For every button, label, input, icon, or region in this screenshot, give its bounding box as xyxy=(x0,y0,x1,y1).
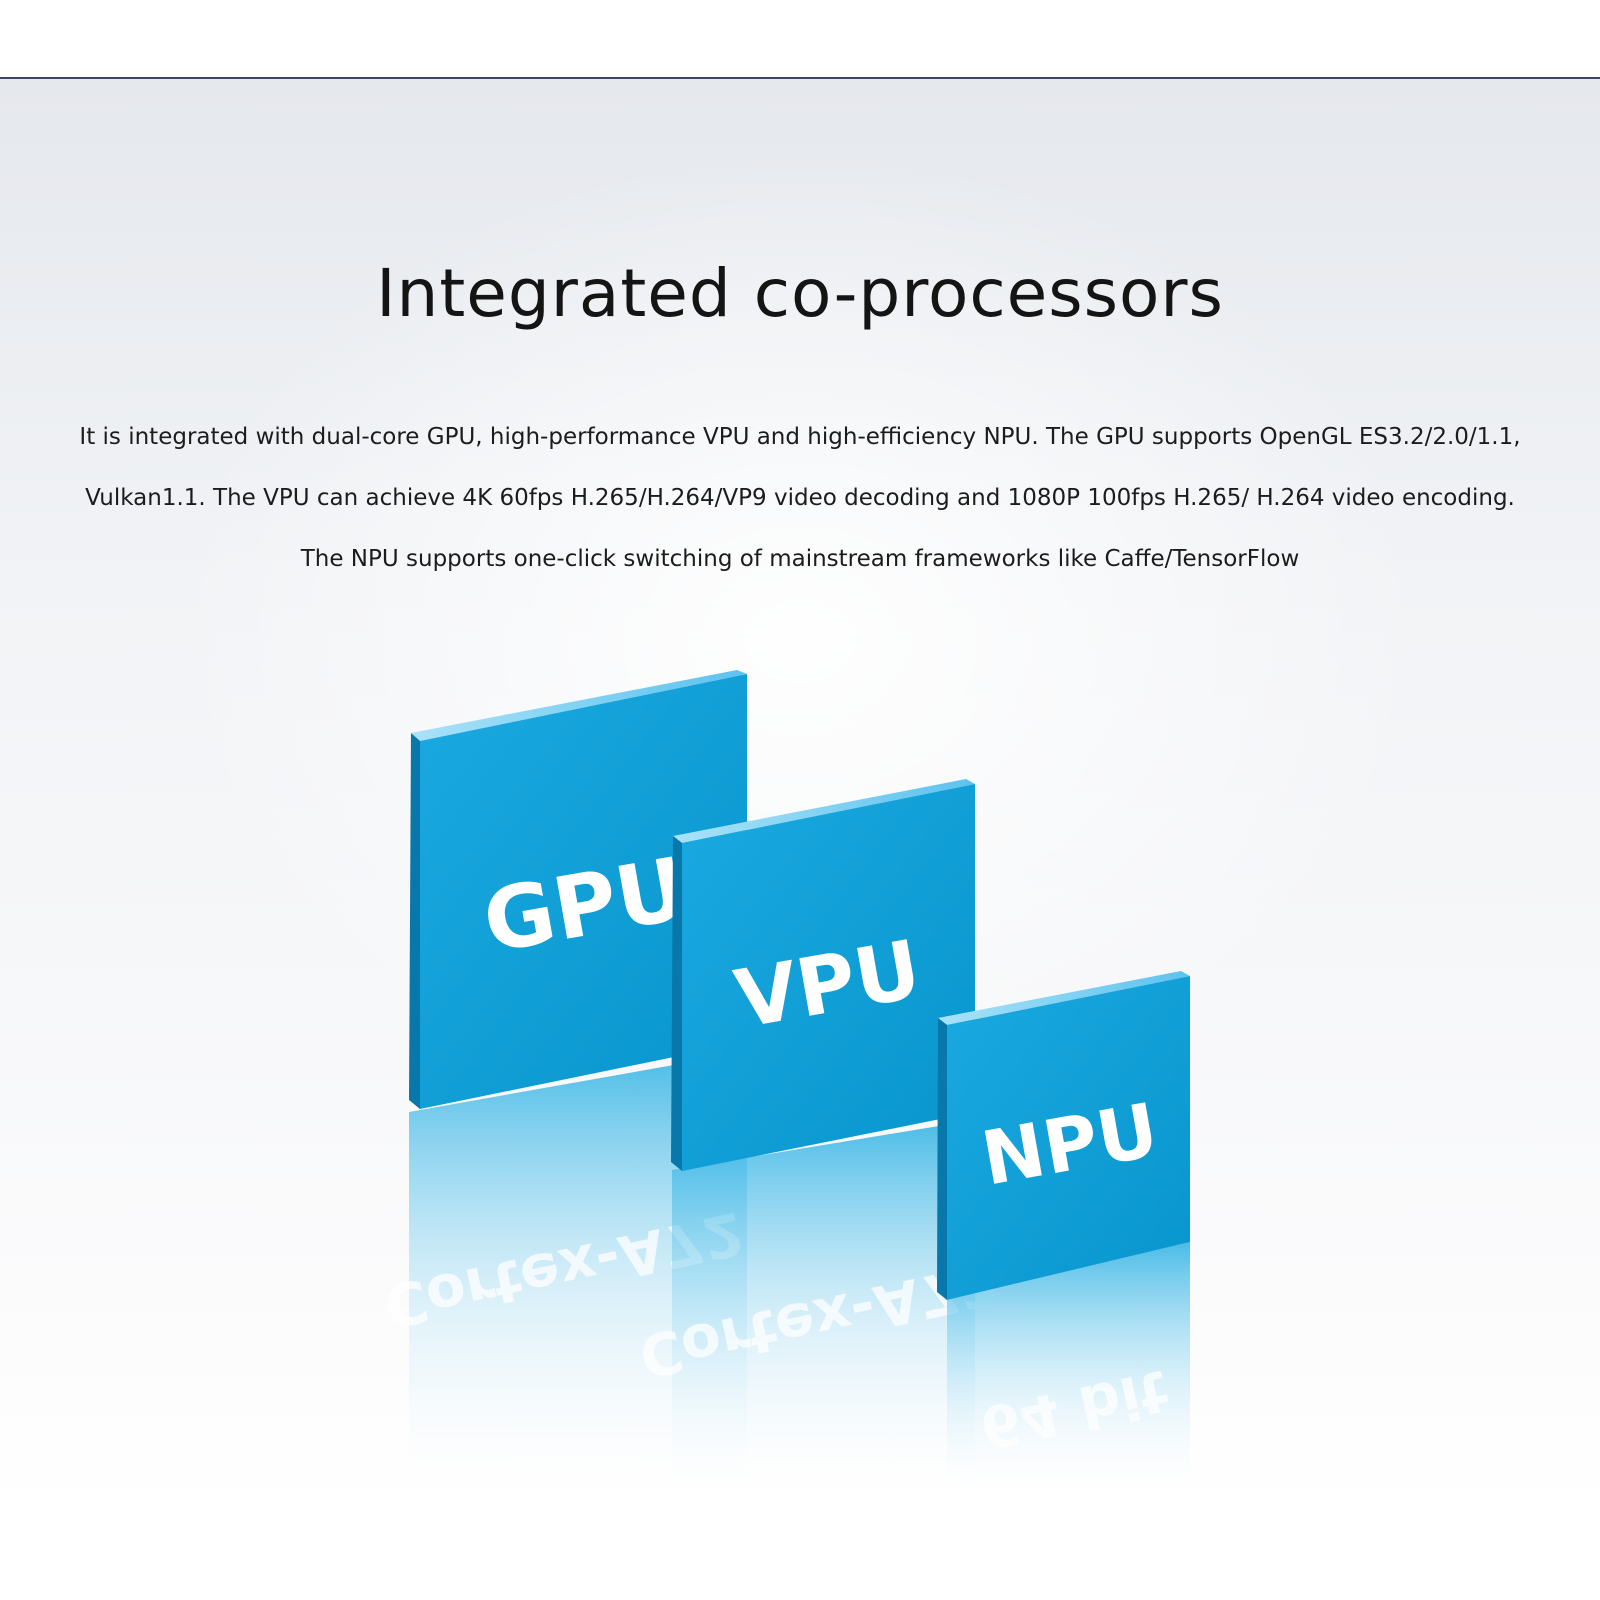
vpu-chip-side xyxy=(671,836,682,1171)
vpu-reflection-shape xyxy=(672,1120,975,1500)
page-title: Integrated co-processors xyxy=(376,255,1224,332)
gpu-chip: GPU xyxy=(409,670,747,1109)
gpu-chip-side xyxy=(409,733,420,1109)
vpu-chip-top xyxy=(673,779,975,843)
npu-chip-reflection: 64 bit xyxy=(947,1242,1190,1500)
npu-chip-top xyxy=(938,971,1190,1025)
gpu-reflection-shape xyxy=(409,1052,747,1500)
npu-reflection-shape xyxy=(947,1242,1190,1500)
description-line-2: Vulkan1.1. The VPU can achieve 4K 60fps … xyxy=(85,485,1515,511)
vpu-chip: VPU xyxy=(671,779,975,1171)
npu-chip-side xyxy=(937,1018,947,1300)
vpu-chip-face xyxy=(682,784,975,1171)
gpu-chip-top xyxy=(411,670,747,741)
vpu-chip-reflection: Cortex-A72 xyxy=(633,1120,1005,1500)
top-divider-line xyxy=(0,77,1600,79)
npu-chip: NPU xyxy=(937,971,1190,1300)
description-line-3: The NPU supports one-click switching of … xyxy=(300,546,1300,572)
npu-chip-face xyxy=(947,976,1190,1300)
description-line-1: It is integrated with dual-core GPU, hig… xyxy=(79,424,1521,450)
gpu-chip-face xyxy=(420,674,747,1109)
